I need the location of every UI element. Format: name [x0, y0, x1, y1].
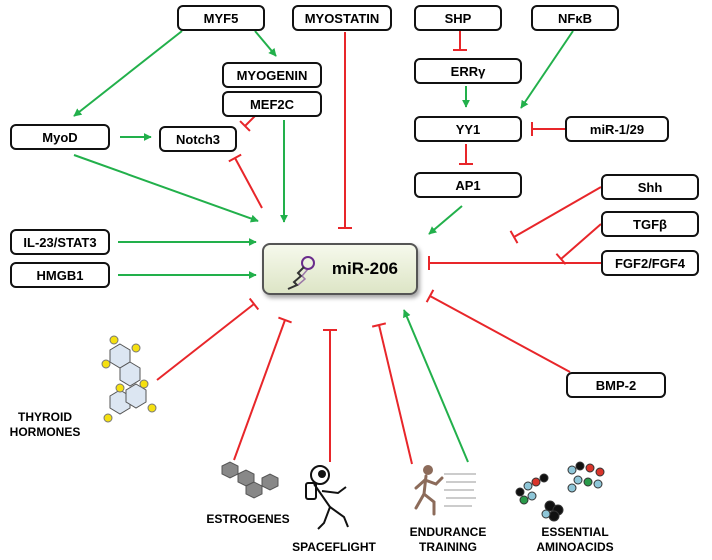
edge-estrogenes-mir206 — [233, 319, 286, 461]
edge-myod-mir206 — [73, 154, 259, 223]
estrogenes-label: ESTROGENES — [206, 512, 290, 526]
runner-icon — [414, 465, 476, 516]
edge-shh-hub-bar — [509, 230, 519, 244]
thyroid-label-line1: THYROID — [18, 410, 72, 424]
myf5-box: MYF5 — [177, 5, 265, 31]
nfkb-box: NFκB — [531, 5, 619, 31]
edge-mir206-notch3-bar — [228, 153, 242, 163]
edge-mef2c-notch3-bar — [239, 120, 251, 132]
erry-box: ERRγ — [414, 58, 522, 84]
edge-myf5-myod — [73, 30, 183, 117]
mir-206-label: miR-206 — [331, 259, 398, 278]
estrogen-molecule-icon — [221, 461, 279, 499]
myogenin-box: MYOGENIN — [222, 62, 322, 88]
mir-206-node: miR-206 — [262, 243, 418, 295]
amino-acids-icon — [515, 461, 605, 522]
edge-shh-hub — [513, 186, 602, 238]
endurance-label-line1: ENDURANCE — [409, 525, 487, 539]
edge-thyroid-mir206 — [156, 303, 255, 381]
edge-estrogenes-mir206-bar — [278, 316, 292, 324]
aminoacids-label-line1: ESSENTIAL — [541, 525, 609, 539]
astronaut-icon — [305, 465, 349, 530]
mir-1-29-box: miR-1/29 — [565, 116, 669, 142]
edge-endurance-mir206-bar — [371, 322, 387, 328]
endurance-training-label: ENDURANCE TRAINING — [400, 525, 496, 555]
edge-ap1-mir206 — [428, 205, 463, 235]
edge-endurance-mir206 — [378, 324, 413, 465]
edge-aminoacids-mir206 — [403, 309, 469, 463]
essential-aminoacids-label: ESSENTIAL AMINOACIDS — [520, 525, 630, 555]
thyroid-hormone-molecule-icon — [101, 335, 157, 423]
spaceflight-label: SPACEFLIGHT — [292, 540, 376, 554]
notch3-box: Notch3 — [159, 126, 237, 152]
thyroid-label-line2: HORMONES — [9, 425, 81, 439]
mef2c-box: MEF2C — [222, 91, 322, 117]
thyroid-hormones-label: THYROID HORMONES — [4, 410, 86, 440]
shh-box: Shh — [601, 174, 699, 200]
hmgb1-box: HMGB1 — [10, 262, 110, 288]
fgf2-fgf4-box: FGF2/FGF4 — [601, 250, 699, 276]
myod-box: MyoD — [10, 124, 110, 150]
bmp-2-box: BMP-2 — [566, 372, 666, 398]
yy1-box: YY1 — [414, 116, 522, 142]
edge-myf5-myogenin — [254, 30, 277, 57]
ap1-box: AP1 — [414, 172, 522, 198]
edge-bmp2-mir206-bar — [425, 289, 435, 303]
edge-tgfb-hub — [560, 223, 602, 260]
myostatin-box: MYOSTATIN — [292, 5, 392, 31]
edge-thyroid-mir206-bar — [248, 297, 260, 311]
endurance-label-line2: TRAINING — [419, 540, 477, 554]
edge-bmp2-mir206 — [429, 295, 571, 373]
microrna-hairpin-icon — [287, 256, 315, 290]
il-23-stat3-box: IL-23/STAT3 — [10, 229, 110, 255]
shp-box: SHP — [414, 5, 502, 31]
aminoacids-label-line2: AMINOACIDS — [536, 540, 614, 554]
edge-mir206-notch3 — [234, 157, 263, 209]
tgfb-box: TGFβ — [601, 211, 699, 237]
edge-nfkb-yy1 — [520, 30, 574, 109]
